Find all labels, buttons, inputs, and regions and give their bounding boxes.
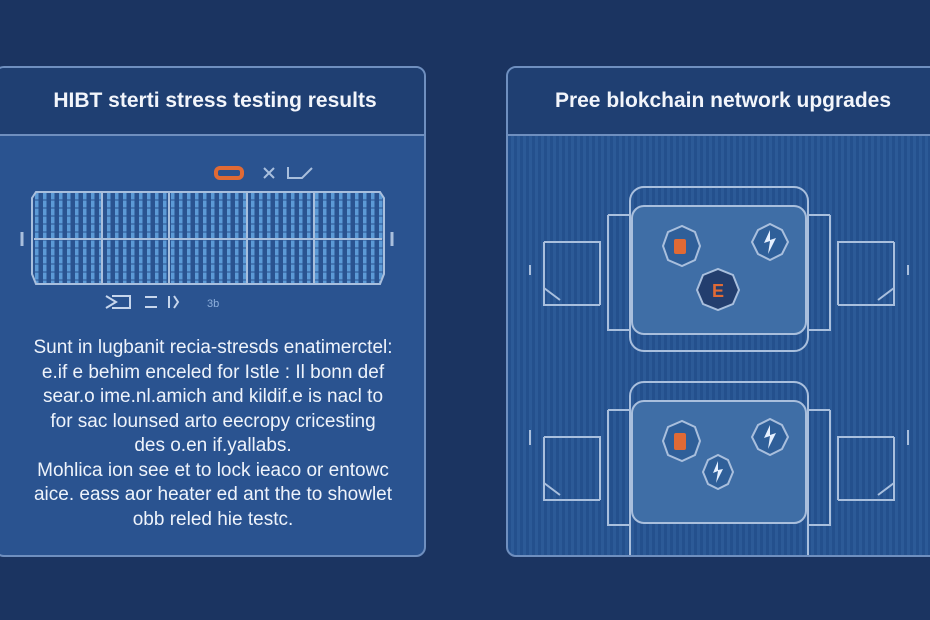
- node-upgrade-top: E: [529, 186, 909, 352]
- paragraph-line: sear.o ime.nl.amich and kildif.e is nacl…: [42, 386, 384, 407]
- stress-testing-panel: HIBT sterti stress testing results 3b Su…: [0, 66, 426, 557]
- svg-text:E: E: [712, 281, 724, 301]
- results-paragraph: Sunt in lugbanit recia-stresds enatimerc…: [2, 336, 424, 532]
- paragraph-line: Mohlica ion see et to lock ieaco or ento…: [37, 459, 389, 481]
- orange-indicator: [214, 166, 244, 180]
- paragraph-line: for sac lounsed arto eecropy cricesting: [50, 410, 376, 432]
- paragraph-line: aice. eass aor heater ed ant the to show…: [33, 484, 393, 505]
- paragraph-line: obb reled hie testc.: [132, 508, 294, 530]
- connector-icon: [263, 167, 313, 179]
- paragraph-line: des o.en if.yallabs.: [134, 435, 292, 456]
- network-upgrades-panel: Pree blokchain network upgrades E: [506, 66, 930, 557]
- network-upgrades-title: Pree blokchain network upgrades: [508, 68, 930, 136]
- core-node-icon: [695, 267, 741, 312]
- diagram-label: 3b: [207, 298, 219, 310]
- paragraph-line: Sunt in lugbanit recia-stresds enatimerc…: [33, 337, 393, 358]
- paragraph-line: e.if e behim enceled for Istle : Il bonn…: [41, 361, 385, 383]
- network-nodes-diagram: E: [529, 186, 909, 555]
- stress-testing-title: HIBT sterti stress testing results: [0, 68, 424, 136]
- node-upgrade-bottom: [529, 381, 909, 555]
- legend-icons: [105, 295, 180, 309]
- solar-grid-diagram: 3b: [20, 166, 394, 310]
